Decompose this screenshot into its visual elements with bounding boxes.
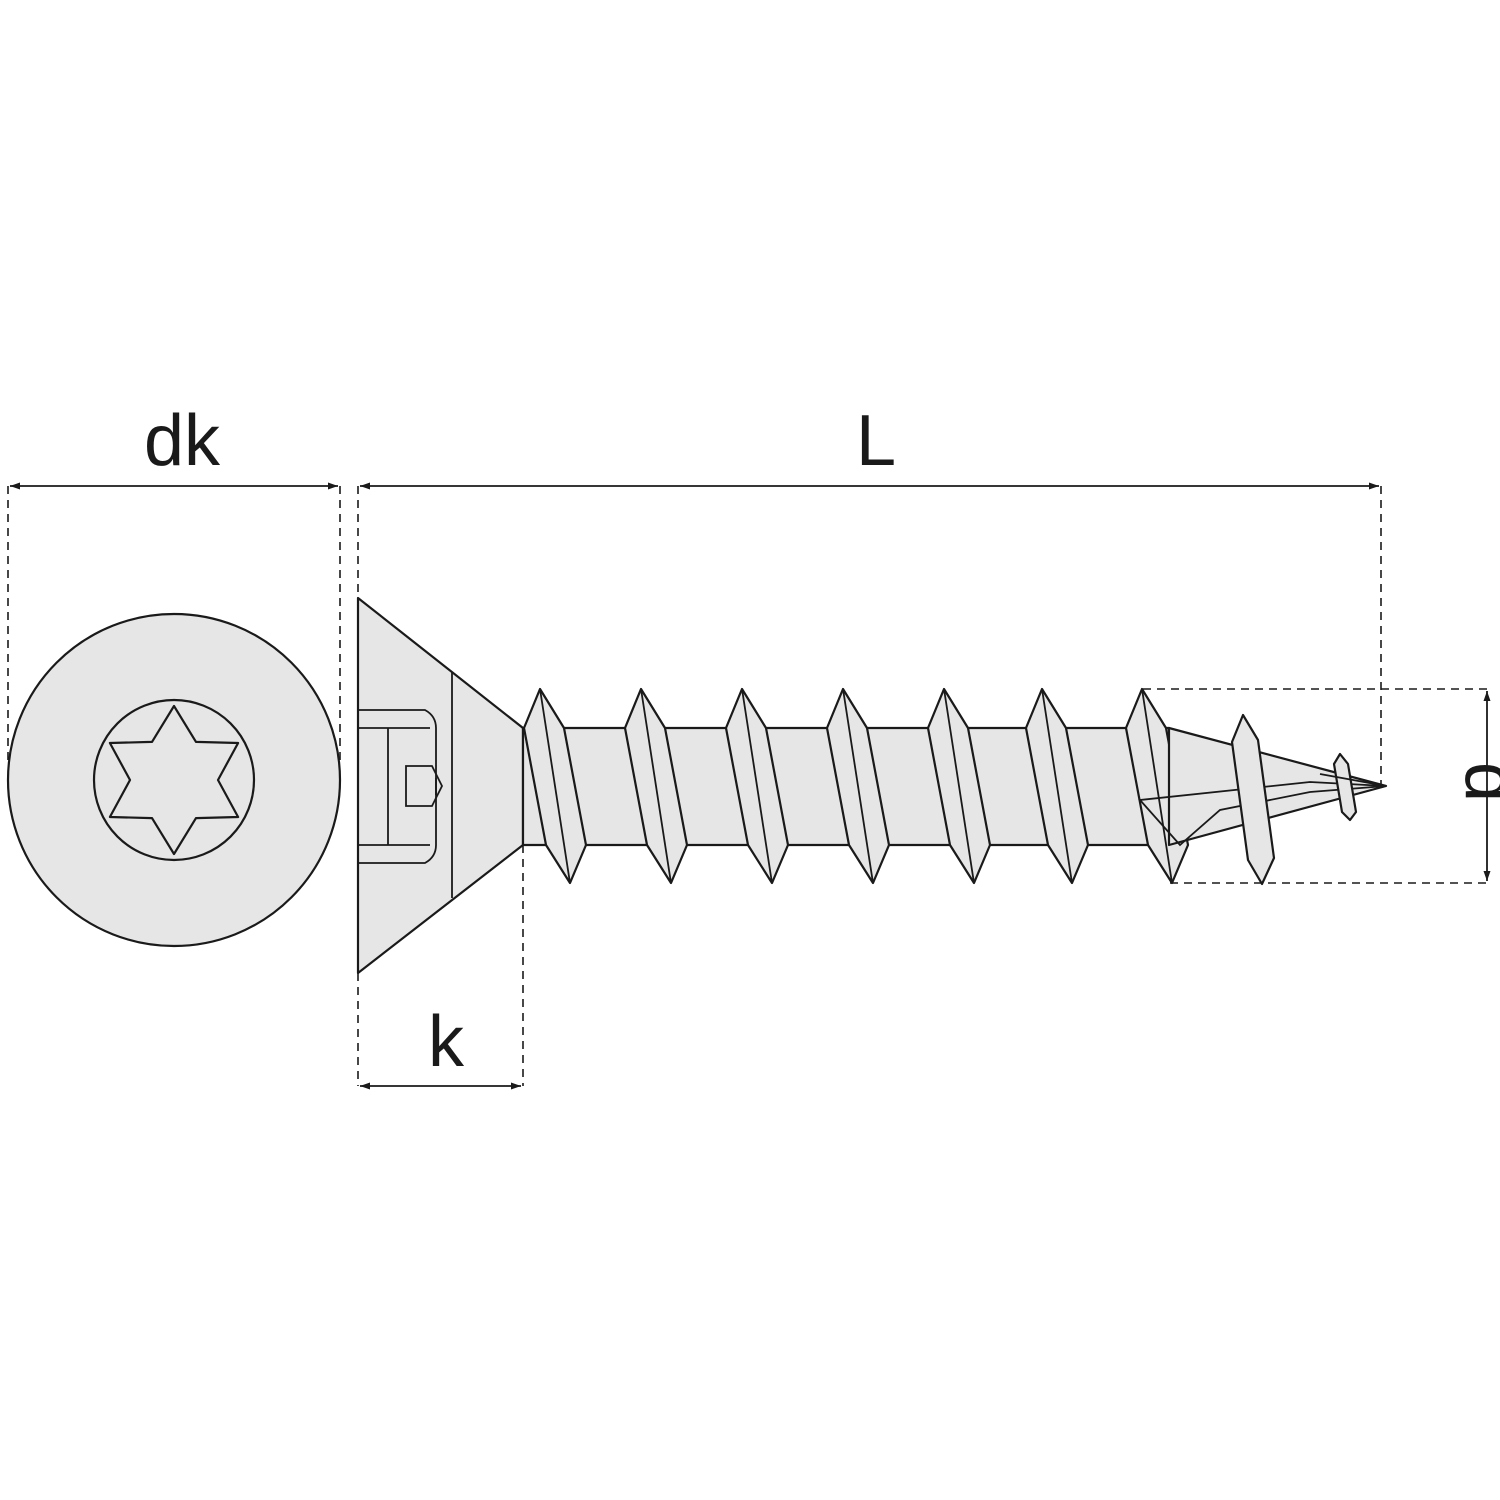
torx-star-icon — [108, 704, 240, 856]
tip-thread-crest-small — [1332, 752, 1358, 822]
thread-crest-edge — [640, 688, 672, 884]
dimension-k: k — [357, 845, 524, 1090]
dimension-length: L — [357, 401, 1382, 786]
screw-tip — [1138, 713, 1388, 886]
label-dk: dk — [144, 401, 221, 481]
drive-recess-side — [358, 709, 444, 864]
label-k: k — [428, 1002, 465, 1082]
thread-crest-edge — [1041, 688, 1073, 884]
thread-crest-edge — [943, 688, 975, 884]
thread-crest-edge — [1141, 688, 1173, 884]
thread-crest-edge — [842, 688, 874, 884]
dimension-d: d — [1143, 688, 1500, 884]
dimension-dk: dk — [7, 401, 341, 760]
label-length: L — [856, 401, 896, 481]
thread-crest-edge — [741, 688, 773, 884]
tip-thread-crest — [1230, 713, 1276, 886]
thread-crest-edge — [539, 688, 571, 884]
label-d: d — [1450, 762, 1500, 802]
countersunk-head — [356, 596, 525, 975]
screw-side-view — [356, 596, 1388, 975]
head-top-view — [6, 612, 342, 948]
